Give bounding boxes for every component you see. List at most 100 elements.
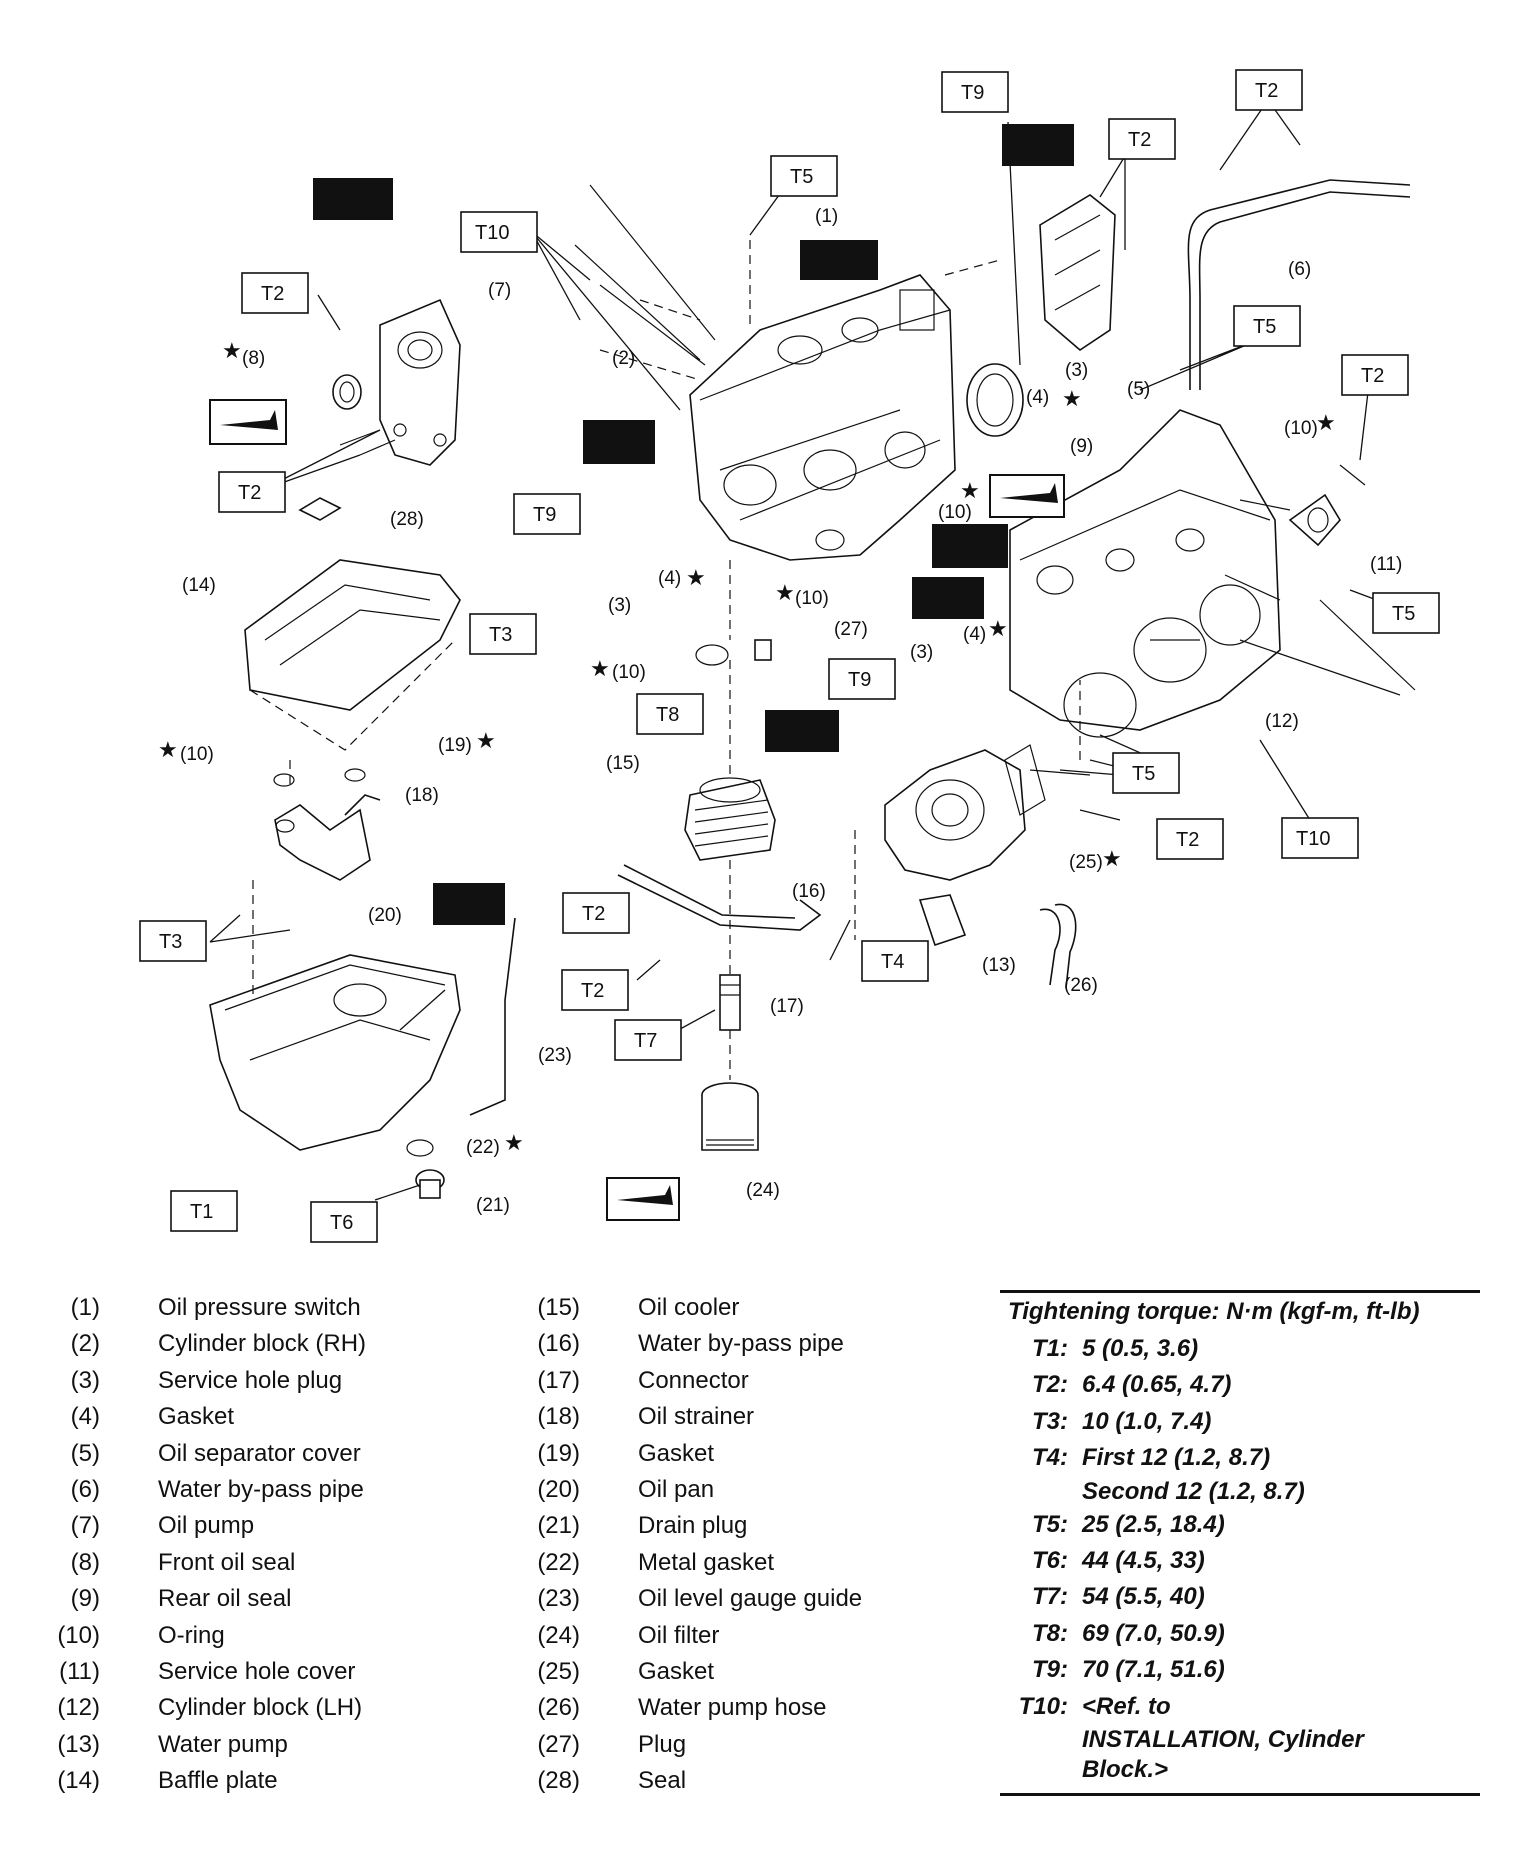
torque-row: T9:70 (7.1, 51.6) <box>1000 1652 1480 1688</box>
legend-item-number: (28) <box>537 1767 580 1795</box>
svg-text:T3: T3 <box>489 624 512 646</box>
service-hole-cover <box>1288 493 1341 547</box>
legend-item-name: Oil pressure switch <box>158 1294 361 1321</box>
torque-value-continued: INSTALLATION, Cylinder <box>1082 1725 1364 1753</box>
svg-text:T3: T3 <box>159 931 182 953</box>
legend-item-number: (2) <box>70 1330 100 1358</box>
oil-separator-cover <box>1039 194 1116 352</box>
callout-10: (10) <box>795 588 829 609</box>
legend-item-name: Service hole cover <box>158 1657 356 1685</box>
replace-markers: ★ ★ ★ ★ ★ ★ ★ ★ ★ ★ ★ ★ <box>158 339 1336 1156</box>
svg-text:T10: T10 <box>1296 828 1330 850</box>
callout-3: (3) <box>608 595 631 616</box>
callout-7: (7) <box>488 280 511 301</box>
legend-item-name: Drain plug <box>638 1512 748 1540</box>
part-callouts: (1) (2) (3) (3) (3) (4) (4) (4) (5) (6) … <box>180 206 1402 1216</box>
legend-item-number: (17) <box>537 1366 580 1394</box>
gasket-19 <box>344 768 366 782</box>
legend-item-number: (24) <box>537 1621 580 1649</box>
legend-item-name: Oil filter <box>638 1621 720 1649</box>
svg-text:T1: T1 <box>190 1201 213 1223</box>
legend-item-name: Gasket <box>638 1439 715 1467</box>
legend-item-name: Cylinder block (RH) <box>158 1330 367 1358</box>
water-pump-hose <box>1039 903 1077 989</box>
tag-t7: T7 <box>614 1019 682 1061</box>
callout-10: (10) <box>180 744 214 765</box>
torque-value: <Ref. to <box>1082 1692 1171 1720</box>
callout-20: (20) <box>368 905 402 926</box>
torque-code: T8: <box>1032 1619 1068 1647</box>
star-marker: ★ <box>1102 847 1122 872</box>
oil-filter <box>701 1082 759 1151</box>
svg-text:T2: T2 <box>1255 80 1278 102</box>
legend-item: (9)Rear oil seal <box>30 1581 366 1617</box>
callout-28: (28) <box>390 509 424 530</box>
legend-item-name: Baffle plate <box>158 1767 278 1795</box>
tag-t2: T2 <box>562 892 630 934</box>
torque-value: 5 (0.5, 3.6) <box>1082 1335 1199 1362</box>
legend-item: (21) Drain plug <box>510 1508 862 1544</box>
tag-t2: T2 <box>1108 118 1176 160</box>
legend-item-number: (23) <box>537 1585 580 1613</box>
torque-code: T7: <box>1032 1583 1068 1611</box>
torque-value: 54 (5.5, 40) <box>1082 1583 1205 1611</box>
torque-code: T1: <box>1032 1335 1068 1362</box>
legend-item-name: Gasket <box>158 1403 235 1431</box>
legend-item: (24) Oil filter <box>510 1618 862 1654</box>
svg-text:T2: T2 <box>261 283 284 305</box>
legend-item-number: (11) <box>59 1657 100 1685</box>
tag-t10: T10 <box>460 211 538 253</box>
tag-t3: T3 <box>139 920 207 962</box>
tag-t6: T6 <box>310 1201 378 1243</box>
torque-value: 44 (4.5, 33) <box>1082 1546 1205 1574</box>
legend-item: (25)Gasket <box>510 1654 862 1690</box>
svg-text:T5: T5 <box>1392 603 1415 625</box>
tag-t3: T3 <box>469 613 537 655</box>
metal-gasket <box>406 1139 434 1157</box>
oil-pan <box>209 954 461 1151</box>
torque-value-continued: Block.> <box>1082 1755 1169 1783</box>
tag-t5: T5 <box>1112 752 1180 794</box>
svg-text:T7: T7 <box>634 1030 657 1052</box>
svg-text:T5: T5 <box>790 166 813 188</box>
legend-item: (16)Water by-pass pipe <box>510 1326 862 1362</box>
svg-text:T2: T2 <box>1176 829 1199 851</box>
svg-text:T2: T2 <box>581 980 604 1002</box>
torque-row: T7: 54 (5.5, 40) <box>1000 1579 1480 1615</box>
tag-t2: T2 <box>1156 818 1224 860</box>
torque-value: 25 (2.5, 18.4) <box>1082 1510 1225 1538</box>
legend-item: (8)Front oil seal <box>30 1545 366 1581</box>
legend-item-number: (20) <box>537 1475 580 1503</box>
torque-code: T5: <box>1032 1510 1068 1538</box>
svg-text:T8: T8 <box>656 704 679 726</box>
torque-rows: T1:5 (0.5, 3.6)T2:6.4 (0.65, 4.7)T3:10 (… <box>1000 1331 1480 1785</box>
legend-item-number: (22) <box>537 1548 580 1576</box>
legend-item-name: O-ring <box>158 1621 225 1649</box>
legend-item-number: (4) <box>70 1403 100 1431</box>
tag-t2: T2 <box>1235 69 1303 111</box>
legend-item-number: (21) <box>537 1512 580 1540</box>
torque-row: T3: 10 (1.0, 7.4) <box>1000 1404 1480 1440</box>
tag-t9: T9 <box>828 658 896 700</box>
callout-24: (24) <box>746 1180 780 1201</box>
torque-code: T6: <box>1032 1546 1068 1574</box>
callout-16: (16) <box>792 881 826 902</box>
legend-item-number: (15) <box>537 1294 580 1321</box>
tag-t5: T5 <box>1372 592 1440 634</box>
connector <box>719 974 741 1031</box>
callout-15: (15) <box>606 753 640 774</box>
callout-19: (19) <box>438 735 472 756</box>
water-bypass-pipe-6 <box>1187 179 1411 390</box>
star-marker: ★ <box>686 566 706 591</box>
legend-item: (13)Water pump <box>30 1727 366 1763</box>
legend-item-number: (14) <box>57 1767 100 1795</box>
torque-value: 10 (1.0, 7.4) <box>1082 1407 1212 1435</box>
legend-item-name: Oil separator cover <box>158 1439 361 1467</box>
callout-2: (2) <box>612 348 635 369</box>
legend-item: (28)Seal <box>510 1763 862 1799</box>
legend-item: (4) Gasket <box>30 1399 366 1435</box>
legend-item: (15)Oil cooler <box>510 1290 862 1326</box>
torque-code: T3: <box>1032 1407 1068 1435</box>
callout-8: (8) <box>242 348 265 369</box>
legend-item: (10)O-ring <box>30 1618 366 1654</box>
